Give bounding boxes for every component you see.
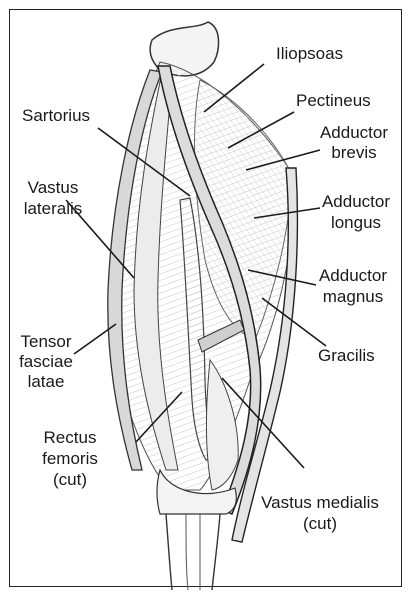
label-rectus-femoris-line2: femoris xyxy=(32,449,108,469)
label-tensor-line3: latae xyxy=(14,372,78,392)
label-sartorius: Sartorius xyxy=(22,106,90,126)
label-rectus-femoris-line3: (cut) xyxy=(32,470,108,490)
label-tensor-line2: fasciae xyxy=(14,352,78,372)
fibula-bone xyxy=(186,514,200,590)
label-adductor-brevis-line1: Adductor xyxy=(316,123,392,143)
label-adductor-brevis-line2: brevis xyxy=(316,143,392,163)
label-vastus-lateralis-line2: lateralis xyxy=(22,199,84,219)
label-adductor-magnus-line2: magnus xyxy=(312,287,394,307)
label-vastus-lateralis-line1: Vastus xyxy=(22,178,84,198)
label-adductor-longus-line2: longus xyxy=(318,213,394,233)
label-pectineus: Pectineus xyxy=(296,91,371,111)
label-rectus-femoris-line1: Rectus xyxy=(32,428,108,448)
label-adductor-magnus-line1: Adductor xyxy=(312,266,394,286)
label-tensor-line1: Tensor xyxy=(14,332,78,352)
label-iliopsoas: Iliopsoas xyxy=(276,44,343,64)
tibia-bone xyxy=(166,514,220,590)
label-adductor-longus-line1: Adductor xyxy=(318,192,394,212)
label-vastus-medialis-line2: (cut) xyxy=(252,514,388,534)
label-vastus-medialis-line1: Vastus medialis xyxy=(252,493,388,513)
label-gracilis: Gracilis xyxy=(318,346,375,366)
